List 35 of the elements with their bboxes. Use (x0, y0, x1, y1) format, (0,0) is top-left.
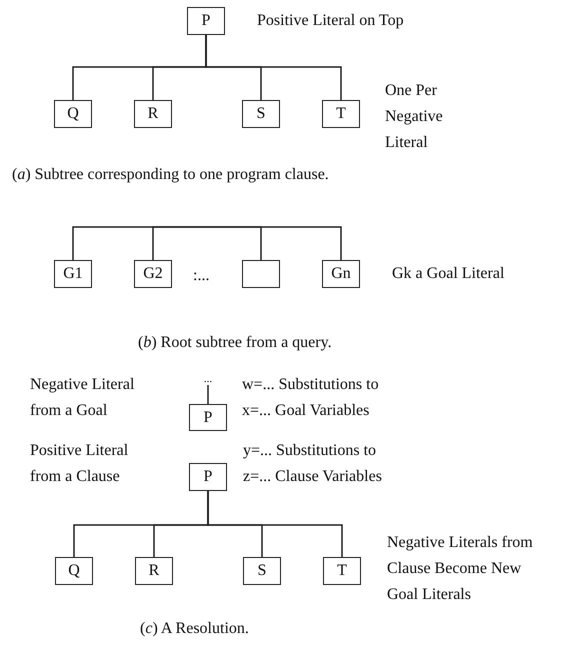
literal-box: P (189, 463, 227, 491)
figure-caption: (c) A Resolution. (140, 619, 249, 639)
tree-connector (207, 385, 209, 404)
literal-box: G2 (134, 260, 172, 288)
side-note: Gk a Goal Literal (392, 264, 504, 284)
substitution-note: y=... Substitutions to (243, 441, 376, 461)
node-caption: Negative Literal from a Goal (30, 375, 136, 421)
tree-connector (152, 226, 207, 260)
literal-box: R (135, 557, 173, 585)
literal-box: S (243, 557, 281, 585)
literal-box: P (187, 7, 225, 35)
node-caption: Positive Literal on Top (257, 11, 404, 31)
literal-box: G1 (54, 260, 92, 288)
literal-box: Gn (322, 260, 360, 288)
substitution-note: w=... Substitutions to (242, 375, 379, 395)
node-caption: Positive Literal from a Clause (30, 441, 130, 487)
substitution-note: x=... Goal Variables (242, 401, 370, 421)
empty-box (242, 260, 280, 288)
ellipsis: ... (198, 374, 218, 385)
literal-box: Q (55, 557, 93, 585)
side-note: Negative Literals from Clause Become New Goal Literals (387, 533, 534, 605)
tree-connector (205, 226, 342, 260)
literal-box: P (189, 404, 227, 431)
tree-connector (205, 35, 342, 100)
literal-box: T (323, 557, 361, 585)
figure-caption: (a) Subtree corresponding to one program clause. (12, 165, 329, 185)
literal-box: S (242, 100, 280, 128)
literal-box: T (322, 100, 360, 128)
ellipsis: :... (193, 266, 210, 286)
side-note: One Per Negative Literal (385, 81, 444, 153)
tree-connector (207, 491, 343, 557)
substitution-note: z=... Clause Variables (243, 467, 382, 487)
literal-box: R (134, 100, 172, 128)
literal-box: Q (54, 100, 92, 128)
figure-caption: (b) Root subtree from a query. (138, 333, 332, 353)
